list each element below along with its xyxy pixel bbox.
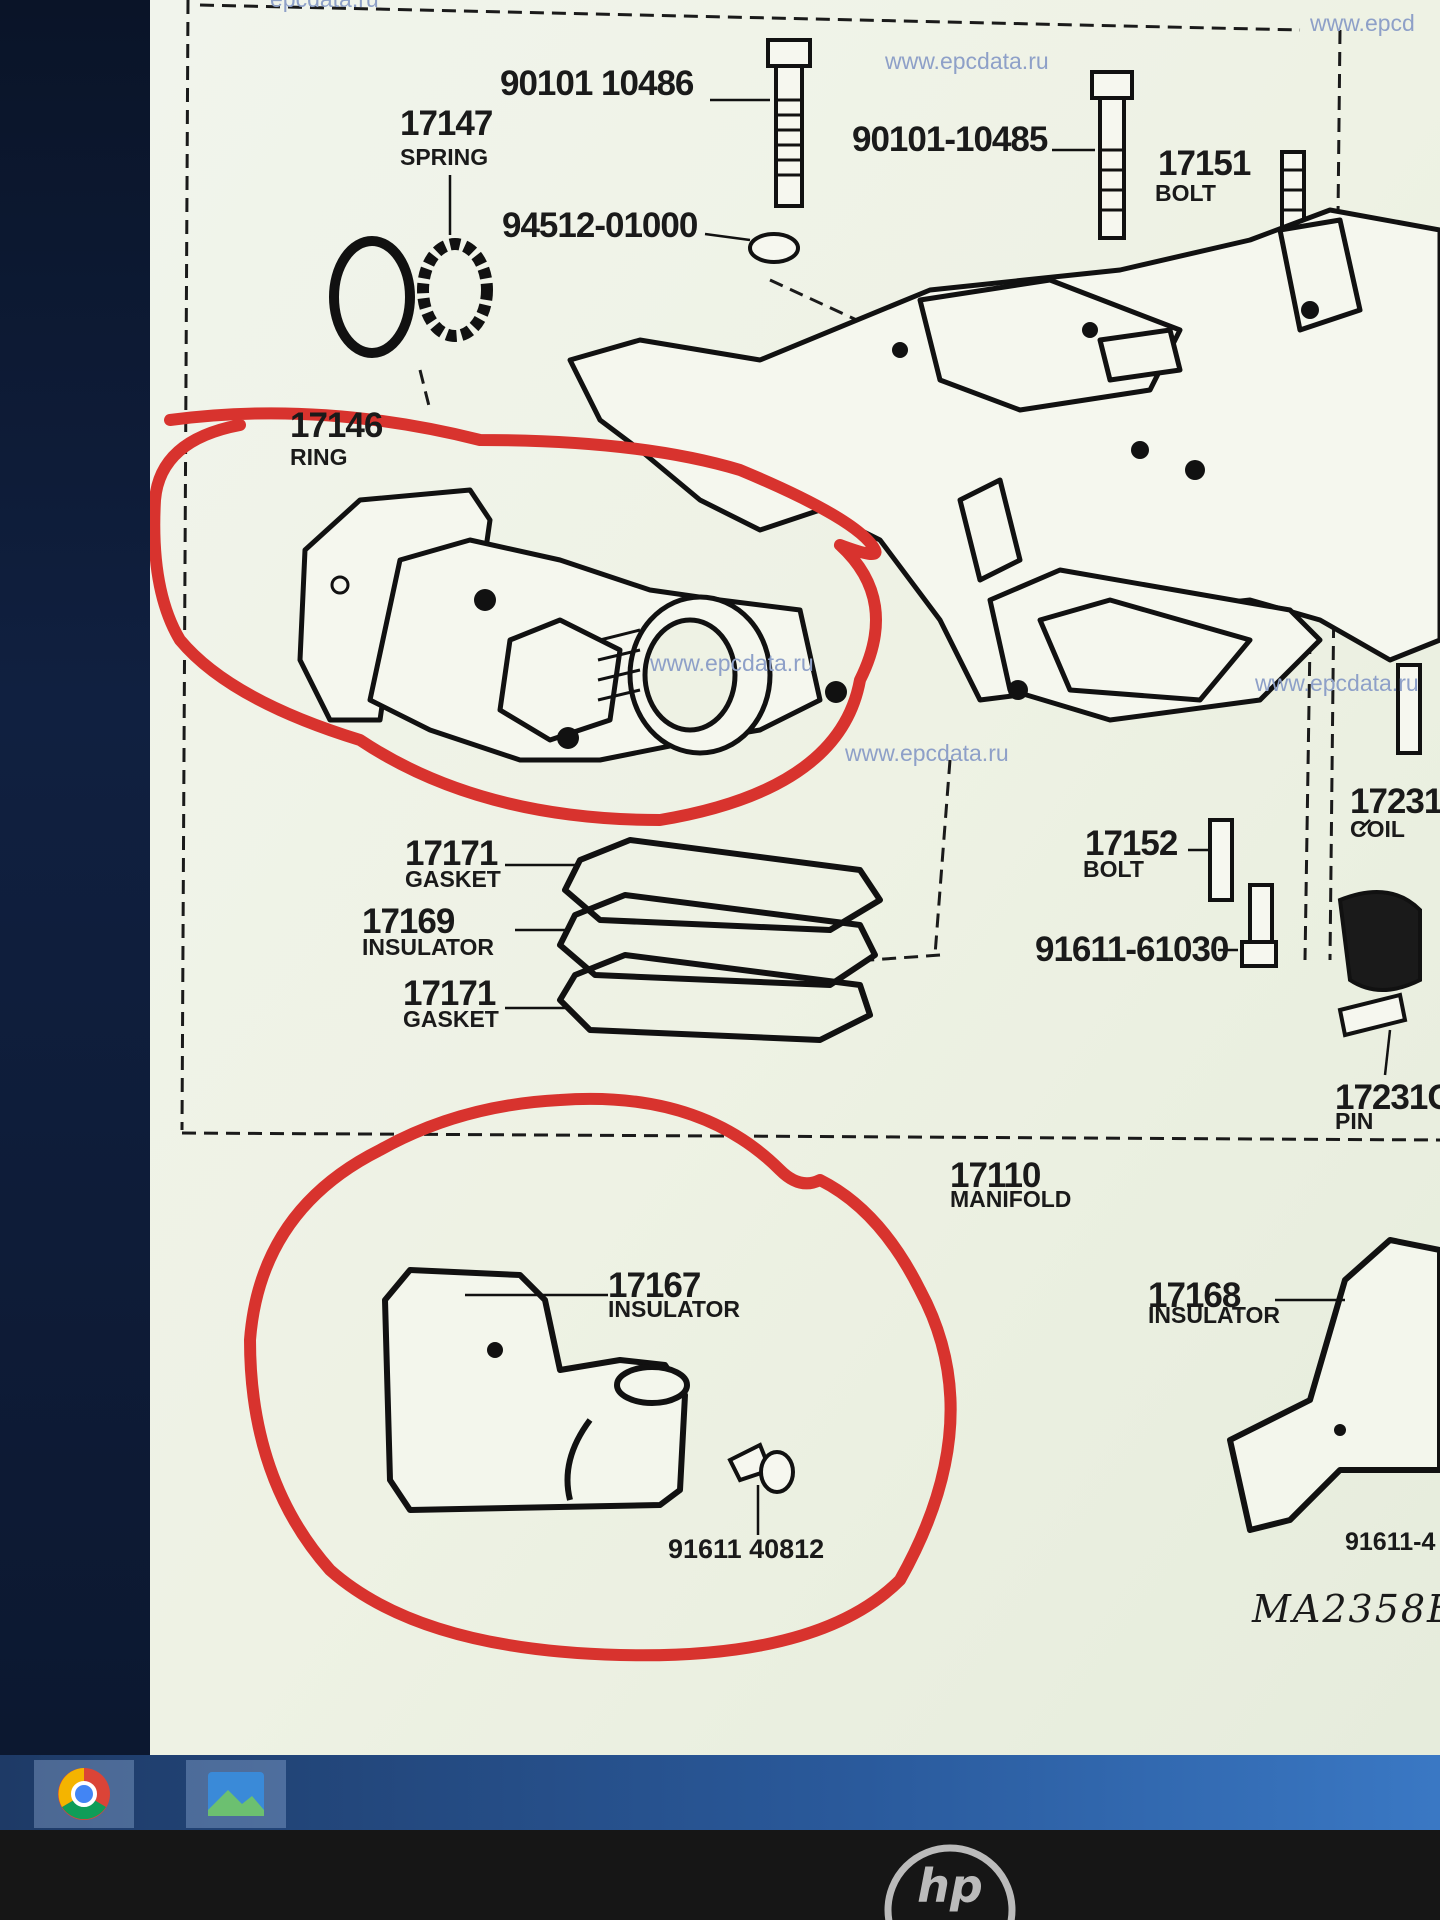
part-number: 17171 [403,974,496,1013]
highlight-circles [148,407,957,1662]
part-number: 90101 10486 [500,64,694,103]
part-number: 91611-61030 [1035,930,1229,969]
watermark: www.epcdata.ru [885,48,1049,74]
part-number: 17231C [1335,1078,1440,1117]
watermark: www.epcdata.ru [845,740,1009,766]
part-number: 90101-10485 [852,120,1048,159]
part-name: SPRING [400,144,489,170]
part-number: 17151 [1158,144,1251,183]
part-number: 17169 [362,902,455,941]
photos-taskbar-button[interactable] [186,1760,286,1828]
hp-logo-icon: hp [884,1844,1016,1920]
watermark: www.epcdata.ru [1255,670,1419,696]
part-name: COIL [1350,816,1405,842]
watermark: www.epcdata.ru [650,650,814,676]
part-name: MANIFOLD [950,1186,1072,1212]
part-name: INSULATOR [362,934,495,960]
highlight-circle-bottom [244,1092,957,1662]
part-number: 91611-4 [1345,1528,1436,1556]
part-number: 17167 [608,1266,701,1305]
part-name: RING [290,444,348,470]
part-number: 17110 [950,1156,1041,1195]
highlight-circle-top [148,407,882,826]
part-number: 17147 [400,104,493,143]
chrome-icon [58,1768,110,1820]
part-name: BOLT [1083,856,1144,882]
drawing-code: MA2358E [1252,1587,1440,1631]
part-name: INSULATOR [1148,1302,1281,1328]
watermark-top: epcdata.ru [270,0,379,13]
desktop-background-left [0,0,150,1755]
part-name: GASKET [403,1006,499,1032]
part-name: PIN [1335,1108,1374,1134]
part-number: 17171 [405,834,498,873]
part-number: 17152 [1085,824,1178,863]
part-name: INSULATOR [608,1296,741,1322]
watermark-corner: www.epcd [1310,10,1415,36]
part-number: 17168 [1148,1276,1241,1315]
chrome-taskbar-button[interactable] [34,1760,134,1828]
photos-icon [208,1772,264,1816]
laptop-bezel: hp [0,1830,1440,1920]
part-name: GASKET [405,866,501,892]
part-name: BOLT [1155,180,1216,206]
part-number: 17231 [1350,782,1440,821]
part-number: 94512-01000 [502,206,698,245]
part-number: 17146 [290,406,383,445]
part-number: 91611 40812 [668,1534,825,1564]
hp-logo-text: hp [917,1859,983,1913]
